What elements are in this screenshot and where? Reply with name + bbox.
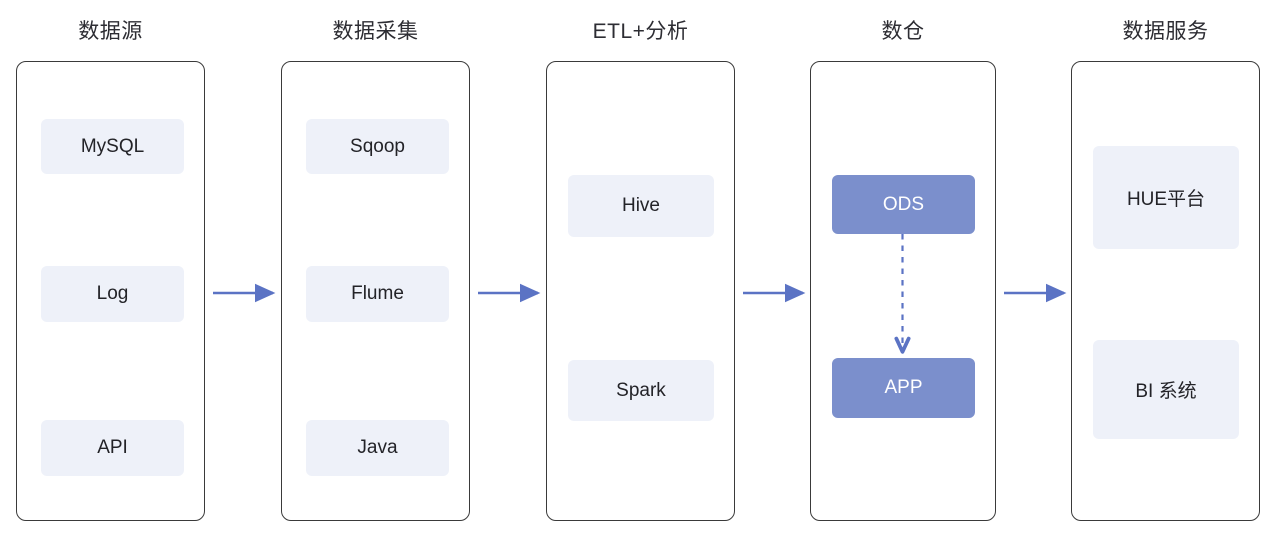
stage-container-etl-analysis[interactable]: Hive Spark	[546, 61, 735, 521]
item-log[interactable]: Log	[41, 266, 184, 322]
item-sqoop[interactable]: Sqoop	[306, 119, 449, 174]
stage-title-data-warehouse: 数仓	[881, 20, 925, 43]
stage-title-etl-analysis: ETL+分析	[592, 20, 689, 43]
item-spark[interactable]: Spark	[568, 360, 714, 421]
item-hive[interactable]: Hive	[568, 175, 714, 237]
item-ods[interactable]: ODS	[832, 175, 975, 234]
item-hue-platform[interactable]: HUE平台	[1093, 146, 1239, 249]
item-api[interactable]: API	[41, 420, 184, 476]
stage-container-data-service[interactable]: HUE平台 BI 系统	[1071, 61, 1260, 521]
item-app[interactable]: APP	[832, 358, 975, 418]
stage-title-data-source: 数据源	[78, 20, 143, 43]
stage-container-data-collection[interactable]: Sqoop Flume Java	[281, 61, 470, 521]
stage-container-data-source[interactable]: MySQL Log API	[16, 61, 205, 521]
item-mysql[interactable]: MySQL	[41, 119, 184, 174]
item-bi-system[interactable]: BI 系统	[1093, 340, 1239, 439]
item-java[interactable]: Java	[306, 420, 449, 476]
item-flume[interactable]: Flume	[306, 266, 449, 322]
stage-container-data-warehouse[interactable]: ODS APP	[810, 61, 996, 521]
stage-title-data-service: 数据服务	[1122, 20, 1209, 43]
stage-title-data-collection: 数据采集	[332, 20, 419, 43]
